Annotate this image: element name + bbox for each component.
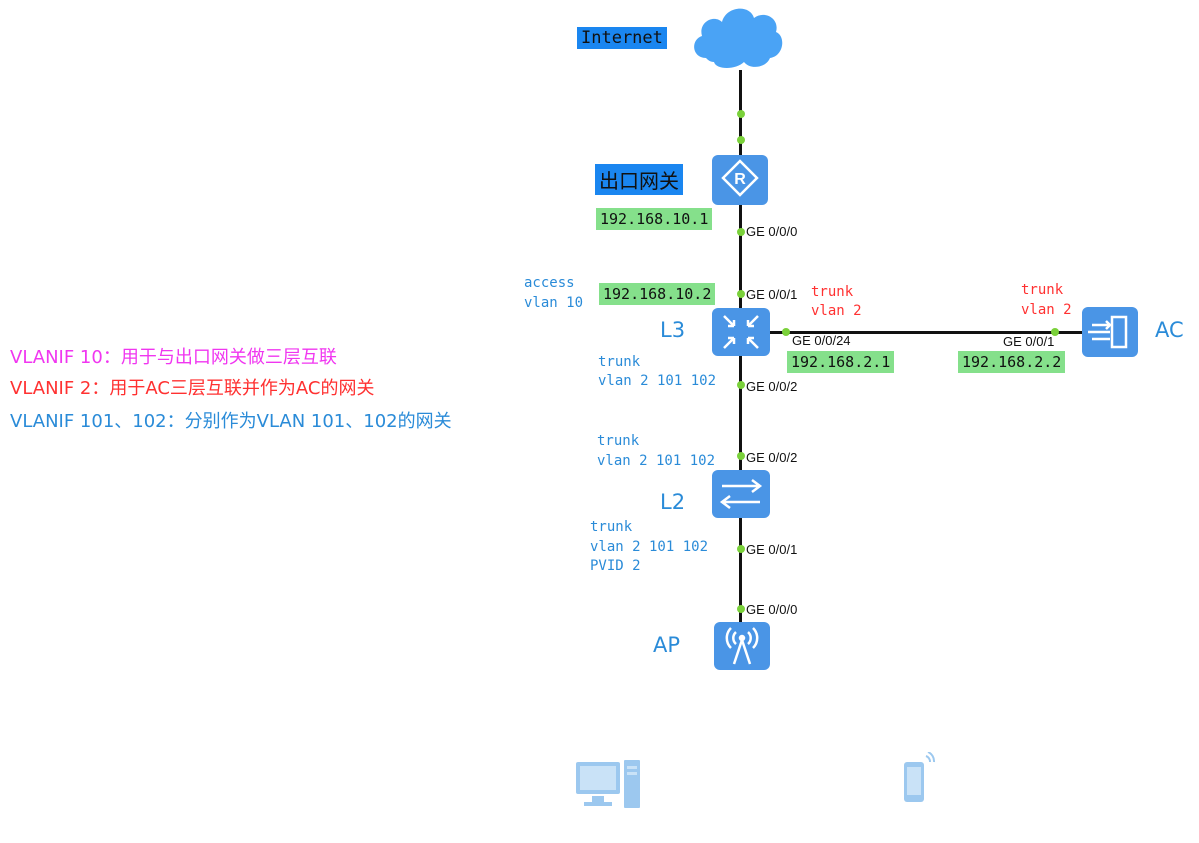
l3-uplink-mode: access: [524, 275, 575, 291]
link-dot: [737, 381, 745, 389]
internet-label: Internet: [577, 27, 667, 49]
router-icon[interactable]: R: [712, 155, 768, 205]
ac-vlan: vlan 2: [1021, 302, 1072, 318]
link-dot: [737, 290, 745, 298]
ac-label: AC: [1155, 318, 1184, 342]
ac-mode: trunk: [1021, 282, 1064, 298]
link-dot: [1051, 328, 1059, 336]
link-l3-l2: [739, 355, 742, 473]
ac-controller-icon[interactable]: [1082, 307, 1138, 357]
pc-icon: [576, 760, 640, 808]
link-dot: [737, 136, 745, 144]
l2-down-vlan: vlan 2 101 102: [590, 539, 709, 555]
l2-up-mode: trunk: [597, 433, 640, 449]
l2-up-vlan: vlan 2 101 102: [597, 453, 716, 469]
link-dot: [782, 328, 790, 336]
l3-uplink-port: GE 0/0/1: [746, 287, 798, 302]
l3-down-mode: trunk: [598, 354, 641, 370]
l3-ac-mode: trunk: [811, 284, 854, 300]
phone-icon: [904, 752, 936, 802]
l3-ac-port: GE 0/0/24: [792, 333, 851, 348]
ac-port: GE 0/0/1: [1003, 334, 1055, 349]
l3-ac-vlan: vlan 2: [811, 303, 862, 319]
legend-vlanif10: VLANIF 10：用于与出口网关做三层互联: [10, 347, 337, 368]
wireless-ap-icon[interactable]: [714, 622, 770, 670]
l2-switch-icon[interactable]: [712, 470, 770, 518]
l2-label: L2: [660, 490, 686, 514]
gateway-ip: 192.168.10.1: [596, 208, 713, 230]
gateway-label: 出口网关: [595, 164, 683, 195]
link-dot: [737, 228, 745, 236]
ap-port: GE 0/0/0: [746, 602, 798, 617]
l2-up-port: GE 0/0/2: [746, 450, 798, 465]
link-l3-ac: [770, 331, 1085, 334]
cloud-icon: [694, 8, 783, 69]
link-dot: [737, 110, 745, 118]
l3-down-port: GE 0/0/2: [746, 379, 798, 394]
l3-uplink-vlan: vlan 10: [524, 295, 584, 311]
legend-vlanif2: VLANIF 2：用于AC三层互联并作为AC的网关: [10, 378, 375, 399]
svg-text:R: R: [734, 171, 746, 188]
ac-ip: 192.168.2.2: [958, 351, 1066, 373]
l3-label: L3: [660, 318, 686, 342]
l2-down-pvid: PVID 2: [590, 558, 641, 574]
l3-ac-ip: 192.168.2.1: [787, 351, 895, 373]
link-gateway-l3: [739, 200, 742, 312]
l3-switch-icon[interactable]: [712, 308, 770, 356]
legend-vlanif101-102: VLANIF 101、102：分别作为VLAN 101、102的网关: [10, 411, 452, 432]
link-dot: [737, 605, 745, 613]
link-dot: [737, 545, 745, 553]
l3-uplink-ip: 192.168.10.2: [599, 283, 716, 305]
gateway-port: GE 0/0/0: [746, 224, 798, 239]
l2-down-port: GE 0/0/1: [746, 542, 798, 557]
link-dot: [737, 452, 745, 460]
l3-down-vlan: vlan 2 101 102: [598, 373, 717, 389]
link-l2-ap: [739, 515, 742, 625]
l2-down-mode: trunk: [590, 519, 633, 535]
ap-label: AP: [653, 633, 681, 657]
